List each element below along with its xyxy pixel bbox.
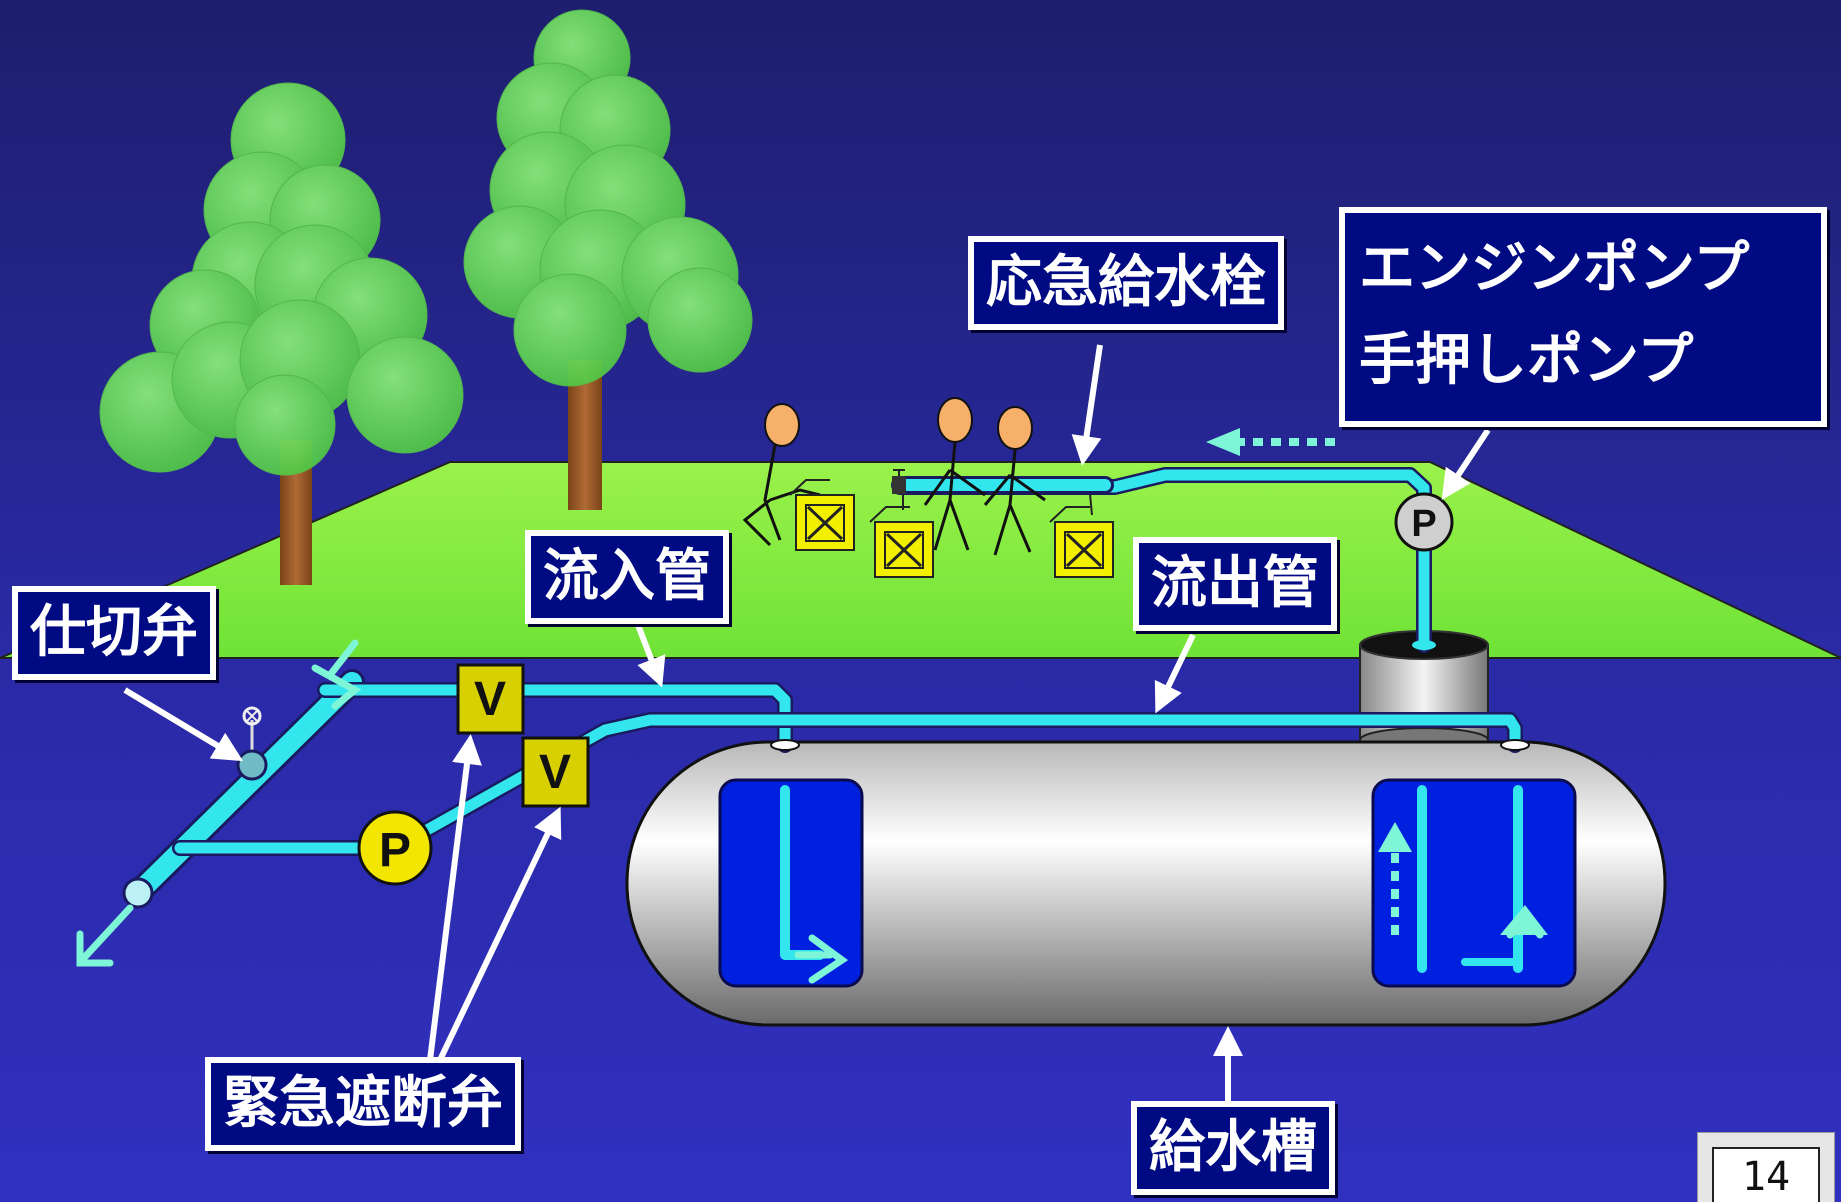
tree-icon (463, 9, 753, 510)
label-pumps: エンジンポンプ 手押しポンプ (1339, 207, 1827, 427)
water-container-icon (789, 479, 855, 551)
valve-icon: V (456, 663, 525, 735)
label-hand-pump: 手押しポンプ (1359, 328, 1694, 394)
tree-icon (99, 82, 464, 585)
flow-arrow-icon (1240, 438, 1399, 935)
valve-symbol-2: V (539, 746, 571, 799)
underground-pump-symbol: P (379, 824, 411, 877)
page-number: 14 (1712, 1147, 1820, 1202)
valve-symbol-1: V (474, 673, 506, 726)
pump-icon: P (1394, 492, 1454, 552)
water-container-icon (1049, 506, 1114, 578)
label-outflow-pipe: 流出管 (1133, 537, 1337, 631)
flow-arrow-icon (1378, 822, 1412, 852)
water-container-icon (869, 506, 934, 578)
label-inflow-pipe: 流入管 (525, 530, 729, 624)
pump-icon: P (357, 810, 433, 886)
gate-valve-icon (236, 706, 268, 781)
valve-icon: V (521, 736, 590, 808)
surface-pump-symbol: P (1411, 503, 1436, 545)
pointer-arrow-icon (123, 344, 1491, 1102)
label-engine-pump: エンジンポンプ (1359, 236, 1750, 301)
label-emergency-hydrant: 応急給水栓 (968, 236, 1284, 330)
page-number-box: 14 (1697, 1132, 1835, 1202)
label-gate-valve: 仕切弁 (12, 586, 216, 680)
person-icon (923, 397, 986, 551)
label-supply-tank: 給水槽 (1131, 1101, 1335, 1195)
flow-arrow-icon (1500, 905, 1548, 935)
person-icon (742, 403, 821, 547)
flow-arrow-icon (1206, 428, 1240, 456)
person-icon (983, 406, 1046, 556)
label-emergency-shutoff-valve: 緊急遮断弁 (205, 1057, 521, 1151)
